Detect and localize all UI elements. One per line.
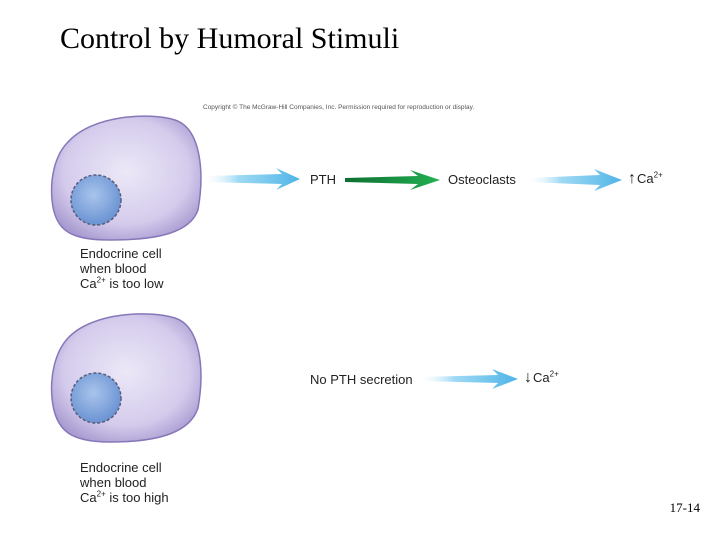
osteoclasts-label: Osteoclasts [448,172,516,187]
pth-label: PTH [310,172,336,187]
arrow-cell-to-pth [205,168,300,190]
arrow-down-icon: ↓ [524,369,532,386]
slide-title: Control by Humoral Stimuli [60,22,400,55]
endocrine-cell-high [50,313,202,443]
arrow-up-icon: ↑ [628,170,636,187]
calcium-decrease-label: ↓Ca2+ [524,369,559,386]
nucleus-low [70,174,122,226]
no-pth-secretion-label: No PTH secretion [310,372,413,387]
copyright-notice: Copyright © The McGraw-Hill Companies, I… [203,104,475,111]
arrow-osteoclasts-to-calcium [528,169,622,191]
endocrine-cell-low [50,115,202,241]
caption-high: Endocrine cell when blood Ca2+ is too hi… [80,460,169,505]
caption-low: Endocrine cell when blood Ca2+ is too lo… [80,246,164,291]
arrow-pth-to-osteoclasts [345,170,440,190]
page-number: 17-14 [669,500,700,515]
calcium-increase-label: ↑Ca2+ [628,170,663,187]
arrow-no-pth-to-calcium [420,369,518,389]
nucleus-high [70,372,122,424]
